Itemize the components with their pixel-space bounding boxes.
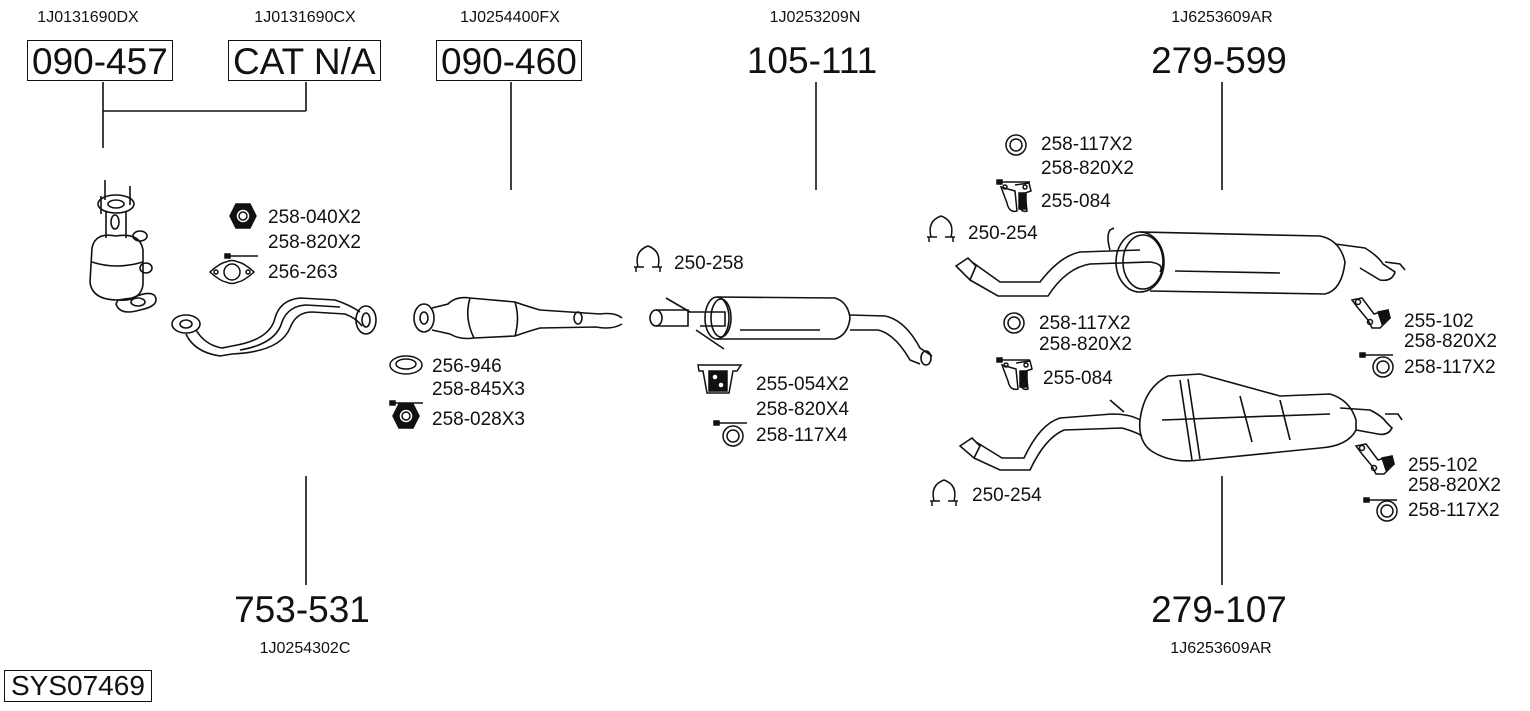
part-number-279-599[interactable]: 279-599 <box>1151 40 1287 81</box>
front-pipe-drawing <box>171 297 377 357</box>
accessory-label[interactable]: 258-820X2 <box>268 232 361 253</box>
ring-gasket-icon <box>388 354 424 381</box>
leader-lines <box>102 82 1223 585</box>
accessory-label[interactable]: 258-820X2 <box>1408 475 1501 496</box>
accessory-label[interactable]: 255-054X2 <box>756 374 849 395</box>
oe-number-279-107: 1J6253609AR <box>1170 640 1272 657</box>
bolt-icon <box>224 246 259 264</box>
oe-number-279-599: 1J6253609AR <box>1171 9 1273 26</box>
part-number-090-460[interactable]: 090-460 <box>436 40 582 81</box>
nut-icon <box>392 403 420 434</box>
part-number-753-531[interactable]: 753-531 <box>234 589 370 630</box>
rear-muffler-lower-drawing <box>958 373 1403 471</box>
oe-number-cat: 1J0131690CX <box>254 9 356 26</box>
hanger-icon <box>1000 359 1036 398</box>
accessory-label[interactable]: 258-040X2 <box>268 207 361 228</box>
accessory-label[interactable]: 258-117X4 <box>756 425 848 446</box>
part-number-105-111[interactable]: 105-111 <box>746 40 878 81</box>
nut-icon <box>229 203 257 234</box>
accessory-label[interactable]: 255-084 <box>1043 368 1113 389</box>
gasket-icon <box>208 259 256 290</box>
washer-icon <box>722 425 744 452</box>
part-number-cat-na[interactable]: CAT N/A <box>228 40 381 81</box>
accessory-label[interactable]: 258-117X2 <box>1404 357 1496 378</box>
bracket-icon <box>1354 442 1396 481</box>
accessory-label[interactable]: 250-254 <box>968 223 1038 244</box>
clamp-icon <box>928 477 960 512</box>
accessory-label[interactable]: 258-117X2 <box>1041 134 1133 155</box>
bolt-icon <box>389 393 424 411</box>
clamp-icon <box>925 213 957 248</box>
oe-number-753-531: 1J0254302C <box>259 640 351 657</box>
bolt-icon <box>996 172 1031 190</box>
washer-icon <box>1376 500 1398 527</box>
accessory-label[interactable]: 258-845X3 <box>432 379 525 400</box>
accessory-label[interactable]: 256-946 <box>432 356 502 377</box>
washer-icon <box>1003 312 1025 339</box>
accessory-label[interactable]: 258-820X4 <box>756 399 849 420</box>
accessory-label[interactable]: 258-820X2 <box>1404 331 1497 352</box>
accessory-label[interactable]: 258-820X2 <box>1039 334 1132 355</box>
bracket-icon <box>1350 296 1392 335</box>
accessory-label[interactable]: 250-254 <box>972 485 1042 506</box>
accessory-label[interactable]: 255-102 <box>1404 311 1474 332</box>
oe-number-090-460: 1J0254400FX <box>460 9 560 26</box>
clamp-icon <box>632 243 664 278</box>
accessory-label[interactable]: 255-084 <box>1041 191 1111 212</box>
part-number-090-457[interactable]: 090-457 <box>27 40 173 81</box>
hanger-icon <box>999 181 1035 220</box>
middle-muffler-drawing <box>649 296 933 366</box>
bolt-icon <box>1363 490 1398 508</box>
oe-number-105-111: 1J0253209N <box>769 9 861 26</box>
oe-number-090-457: 1J0131690DX <box>37 9 139 26</box>
catalytic-converter-drawing <box>89 180 157 313</box>
accessory-label[interactable]: 250-258 <box>674 253 744 274</box>
accessory-label[interactable]: 258-117X2 <box>1408 500 1500 521</box>
accessory-label[interactable]: 258-820X2 <box>1041 158 1134 179</box>
part-number-279-107[interactable]: 279-107 <box>1151 589 1287 630</box>
rear-muffler-upper-drawing <box>954 227 1406 297</box>
bolt-icon <box>713 413 748 431</box>
rubber-mount-icon <box>697 363 743 400</box>
washer-icon <box>1372 356 1394 383</box>
accessory-label[interactable]: 255-102 <box>1408 455 1478 476</box>
accessory-label[interactable]: 256-263 <box>268 262 338 283</box>
system-code: SYS07469 <box>4 670 152 702</box>
accessory-label[interactable]: 258-028X3 <box>432 409 525 430</box>
washer-icon <box>1005 134 1027 161</box>
intermediate-cat-drawing <box>413 296 623 340</box>
bolt-icon <box>1359 345 1394 363</box>
bolt-icon <box>996 350 1031 368</box>
accessory-label[interactable]: 258-117X2 <box>1039 313 1131 334</box>
